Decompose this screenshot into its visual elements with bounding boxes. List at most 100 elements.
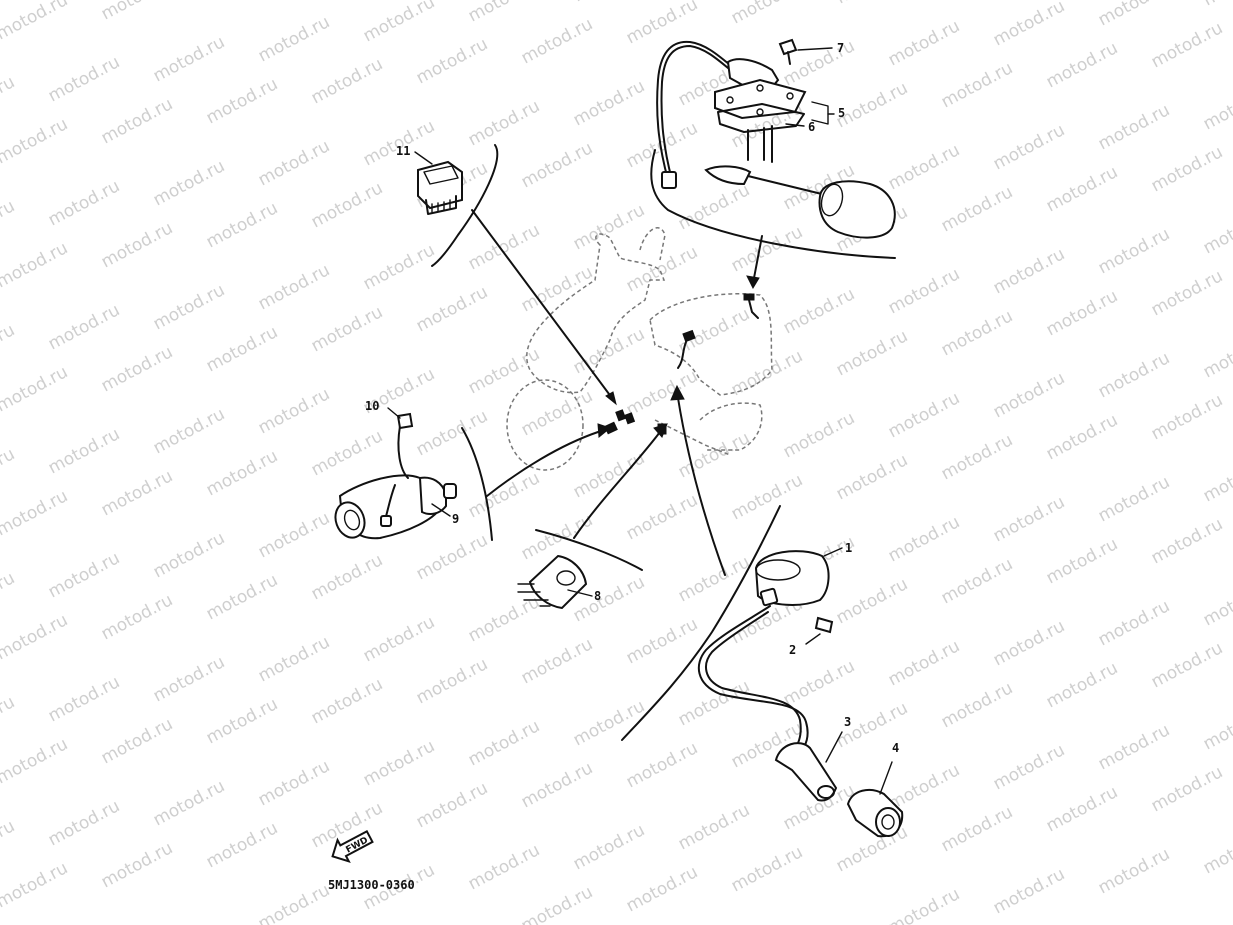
callout-5: 5	[838, 106, 845, 120]
watermark-text: motod.ru	[45, 672, 123, 726]
watermark-text: motod.ru	[0, 362, 71, 416]
watermark-text: motod.ru	[780, 656, 858, 710]
watermark-text: motod.ru	[990, 120, 1068, 174]
watermark-text: motod.ru	[0, 444, 18, 498]
watermark-text: motod.ru	[255, 756, 333, 810]
watermark-text: motod.ru	[308, 54, 386, 108]
leader-2	[805, 633, 821, 645]
watermark-text: motod.ru	[0, 114, 71, 168]
fwd-arrow-icon	[331, 829, 374, 863]
watermark-text: motod.ru	[308, 674, 386, 728]
watermark-text: motod.ru	[1043, 162, 1121, 216]
watermark-text: motod.ru	[98, 838, 176, 892]
watermark-text: motod.ru	[98, 218, 176, 272]
watermark-text: motod.ru	[413, 406, 491, 460]
watermark-text: motod.ru	[413, 34, 491, 88]
watermark-text: motod.ru	[203, 0, 281, 4]
arrow-fuel-sender	[753, 235, 763, 279]
watermark-text: motod.ru	[255, 632, 333, 686]
watermark-text: motod.ru	[623, 366, 701, 420]
watermark-text: motod.ru	[1148, 638, 1226, 692]
watermark-text: motod.ru	[728, 222, 806, 276]
watermark-text: motod.ru	[150, 652, 228, 706]
watermark-text: motod.ru	[203, 694, 281, 748]
watermark-text: motod.ru	[1043, 534, 1121, 588]
watermark-text: motod.ru	[623, 490, 701, 544]
watermark-text: motod.ru	[0, 734, 71, 788]
watermark-text: motod.ru	[885, 264, 963, 318]
watermark-text: motod.ru	[675, 180, 753, 234]
watermark-text: motod.ru	[1200, 576, 1233, 630]
leader-3	[825, 731, 843, 763]
watermark-text: motod.ru	[885, 884, 963, 925]
watermark-text: motod.ru	[570, 820, 648, 874]
watermark-text: motod.ru	[98, 0, 176, 24]
watermark-text: motod.ru	[360, 612, 438, 666]
watermark-text: motod.ru	[833, 326, 911, 380]
callout-7: 7	[837, 41, 844, 55]
watermark-text: motod.ru	[1095, 844, 1173, 898]
watermark-text: motod.ru	[0, 816, 18, 870]
watermark-text: motod.ru	[1095, 224, 1173, 278]
watermark-text: motod.ru	[990, 864, 1068, 918]
watermark-text: motod.ru	[570, 0, 648, 6]
watermark-text: motod.ru	[465, 96, 543, 150]
watermark-text: motod.ru	[0, 238, 71, 292]
watermark-text: motod.ru	[728, 842, 806, 896]
watermark-text: motod.ru	[98, 590, 176, 644]
watermark-text: motod.ru	[1043, 658, 1121, 712]
watermark-text: motod.ru	[1148, 514, 1226, 568]
leader-11	[414, 151, 433, 165]
watermark-text: motod.ru	[255, 880, 333, 925]
watermark-text: motod.ru	[938, 182, 1016, 236]
watermark-text: motod.ru	[308, 178, 386, 232]
watermark-text: motod.ru	[203, 74, 281, 128]
watermark-text: motod.ru	[203, 198, 281, 252]
watermark-text: motod.ru	[255, 136, 333, 190]
watermark-text: motod.ru	[833, 574, 911, 628]
leader-1	[823, 547, 843, 557]
watermark-text: motod.ru	[255, 260, 333, 314]
callout-2: 2	[789, 643, 796, 657]
watermark-text: motod.ru	[98, 94, 176, 148]
watermark-text: motod.ru	[413, 654, 491, 708]
callout-11: 11	[396, 144, 410, 158]
watermark-text: motod.ru	[1148, 266, 1226, 320]
watermark-text: motod.ru	[1095, 596, 1173, 650]
watermark-text: motod.ru	[938, 554, 1016, 608]
watermark-text: motod.ru	[990, 244, 1068, 298]
arrow-starter	[486, 431, 599, 497]
watermark-text: motod.ru	[308, 302, 386, 356]
watermark-text: motod.ru	[728, 346, 806, 400]
group-brackets	[431, 144, 896, 741]
watermark-text: motod.ru	[0, 610, 71, 664]
watermark-text: motod.ru	[833, 450, 911, 504]
watermark-text: motod.ru	[1200, 0, 1233, 10]
watermark-text: motod.ru	[518, 138, 596, 192]
watermark-text: motod.ru	[780, 408, 858, 462]
watermark-text: motod.ru	[1148, 762, 1226, 816]
arrow-horn-head	[605, 391, 617, 406]
connection-points	[604, 293, 759, 435]
watermark-text: motod.ru	[45, 424, 123, 478]
watermark-text: motod.ru	[360, 736, 438, 790]
watermark-text: motod.ru	[675, 304, 753, 358]
watermark-text: motod.ru	[1095, 0, 1173, 30]
watermark-text: motod.ru	[570, 324, 648, 378]
watermark-text: motod.ru	[308, 550, 386, 604]
leader-8	[567, 589, 593, 597]
watermark-text: motod.ru	[1200, 204, 1233, 258]
watermark-text: motod.ru	[518, 758, 596, 812]
watermark-text: motod.ru	[255, 12, 333, 66]
watermark-text: motod.ru	[728, 0, 806, 28]
watermark-text: motod.ru	[413, 778, 491, 832]
watermark-text: motod.ru	[150, 404, 228, 458]
watermark-text: motod.ru	[45, 548, 123, 602]
watermark-text: motod.ru	[1148, 18, 1226, 72]
watermark-text: motod.ru	[1200, 700, 1233, 754]
watermark-text: motod.ru	[150, 776, 228, 830]
watermark-text: motod.ru	[0, 72, 18, 126]
callout-3: 3	[844, 715, 851, 729]
fuel-sender-part	[656, 38, 896, 239]
